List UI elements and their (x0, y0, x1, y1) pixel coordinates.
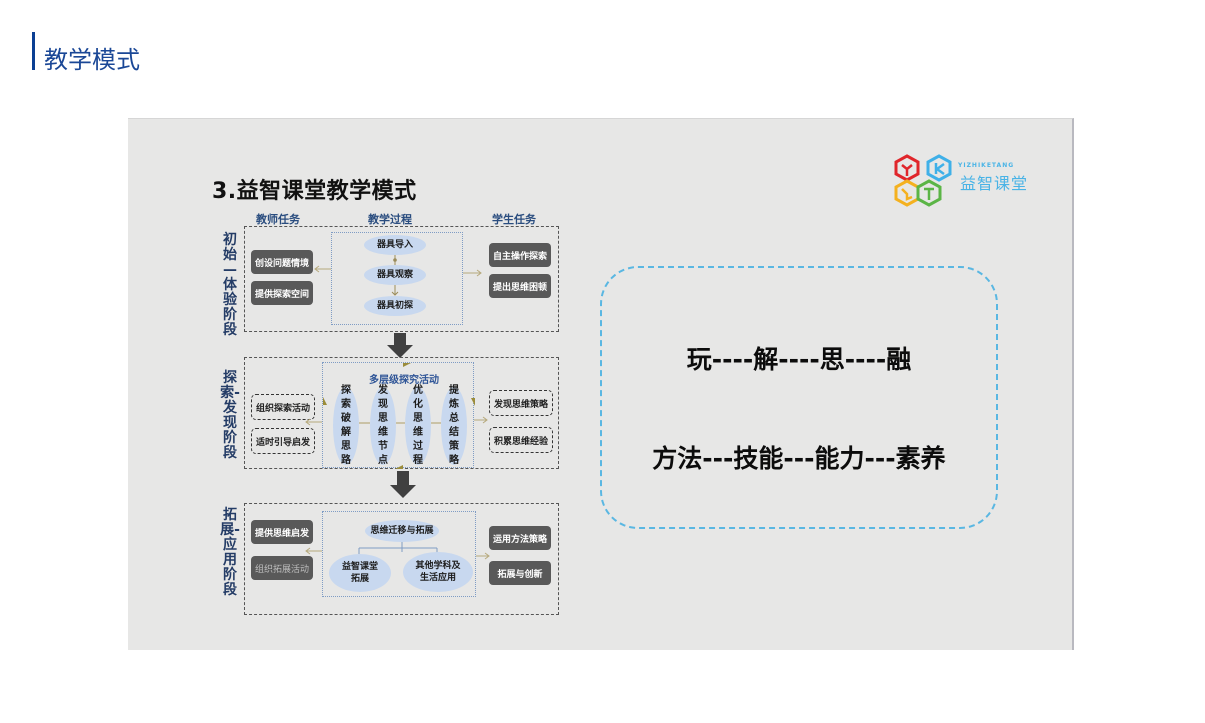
header-accent-bar (32, 32, 35, 70)
slide-title: 3.益智课堂教学模式 (212, 179, 417, 204)
student-task: 积累思维经验 (489, 427, 553, 453)
teacher-task: 适时引导启发 (251, 428, 315, 454)
down-arrow-icon (390, 471, 416, 498)
stage-3-box: 提供思维启发 组织拓展活动 思维迁移与拓展 益智课堂 拓展 其他学科及 生活应用… (244, 503, 559, 615)
cube-logo-icon (894, 154, 952, 207)
teacher-task: 提供思维启发 (251, 520, 313, 544)
stage-3-label: 拓展-应用阶段 (220, 508, 240, 598)
process-step: 发现思维节点 (370, 385, 396, 466)
stage-2-label: 探索-发现阶段 (220, 371, 240, 461)
process-step: 器具导入 (364, 235, 426, 255)
process-step: 器具初探 (364, 296, 426, 316)
page-title: 教学模式 (44, 46, 140, 74)
process-step: 探索破解思路 (333, 385, 359, 466)
process-root: 思维迁移与拓展 (365, 520, 439, 542)
motto-line-2: 方法---技能---能力---素养 (652, 444, 946, 473)
column-teaching-process: 教学过程 (368, 213, 412, 226)
column-student-tasks: 学生任务 (492, 213, 536, 226)
process-step-text: 发现思维节点 (378, 385, 388, 466)
process-step-text: 优化思维过程 (413, 385, 423, 466)
process-step: 器具观察 (364, 265, 426, 285)
motto-line-1: 玩----解----思----融 (686, 345, 912, 374)
student-task: 运用方法策略 (489, 526, 551, 550)
process-title: 多层级探究活动 (369, 375, 439, 386)
stage-2-box: 组织探索活动 适时引导启发 多层级探究活动 探索破解思路 发现思维节点 优化思维… (244, 357, 559, 469)
slide-image: 3.益智课堂教学模式 YIZHIKETANG 益智课堂 教师任务 教学过程 学生… (128, 118, 1074, 650)
process-step: 提炼总结策略 (441, 385, 467, 466)
teacher-task: 创设问题情境 (251, 250, 313, 274)
logo-subtitle: YIZHIKETANG (958, 162, 1015, 169)
process-step: 优化思维过程 (405, 385, 431, 466)
process-box: 器具导入 器具观察 器具初探 (331, 232, 463, 325)
stage-1-box: 创设问题情境 提供探索空间 器具导入 器具观察 器具初探 自主操作探索 提出思维… (244, 226, 559, 332)
student-task: 提出思维困顿 (489, 274, 551, 298)
logo-name: 益智课堂 (960, 174, 1029, 193)
motto-box: 玩----解----思----融 方法---技能---能力---素养 (600, 266, 998, 529)
teacher-task: 组织拓展活动 (251, 556, 313, 580)
student-task: 自主操作探索 (489, 243, 551, 267)
process-step-text: 提炼总结策略 (449, 385, 459, 466)
stage-1-label-text: 初始—体验阶段 (223, 232, 237, 338)
student-task: 发现思维策略 (489, 390, 553, 416)
stage-1-label: 初始—体验阶段 (220, 233, 240, 338)
teacher-task: 组织探索活动 (251, 394, 315, 420)
process-box: 思维迁移与拓展 益智课堂 拓展 其他学科及 生活应用 (322, 511, 476, 597)
process-step-text: 探索破解思路 (341, 385, 351, 466)
stage-3-label-text: 拓展-应用阶段 (220, 507, 240, 598)
student-task: 拓展与创新 (489, 561, 551, 585)
down-arrow-icon (387, 333, 413, 358)
process-step: 其他学科及 生活应用 (403, 552, 473, 592)
process-step: 益智课堂 拓展 (329, 554, 391, 592)
column-teacher-tasks: 教师任务 (256, 213, 300, 226)
teacher-task: 提供探索空间 (251, 281, 313, 305)
yizhiketang-logo: YIZHIKETANG 益智课堂 (894, 153, 1034, 213)
stage-2-label-text: 探索-发现阶段 (220, 370, 240, 461)
process-box: 多层级探究活动 探索破解思路 发现思维节点 优化思维过程 提炼总结策略 (322, 362, 475, 469)
